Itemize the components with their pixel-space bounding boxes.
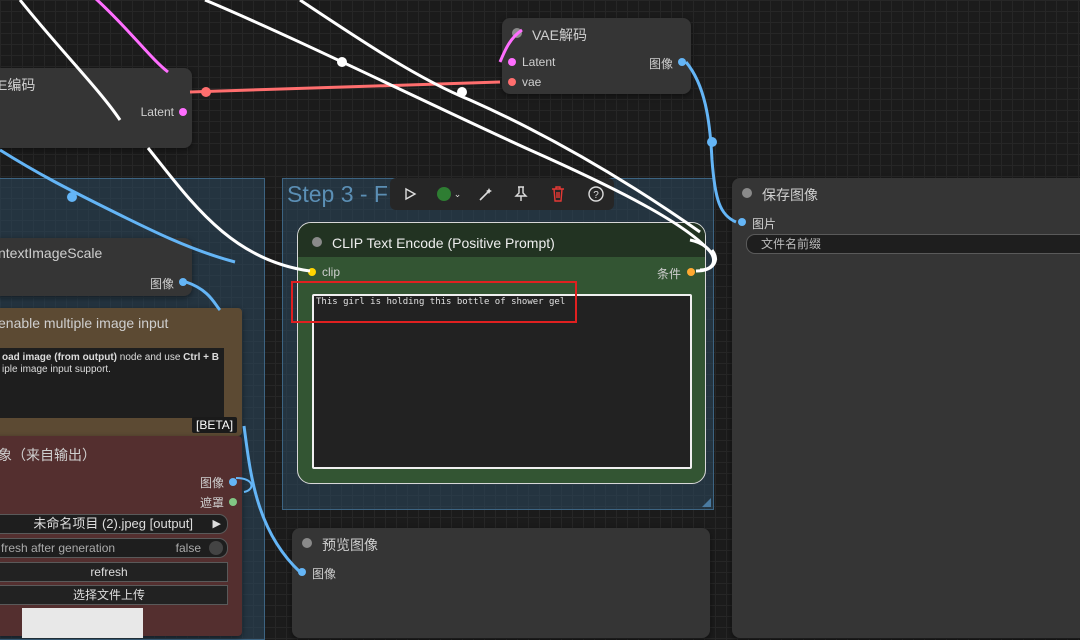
svg-text:?: ? <box>593 190 599 201</box>
image-preview <box>22 608 143 638</box>
note-text: node and use <box>117 352 184 363</box>
node-status-dot <box>312 237 322 247</box>
note-bold-text: oad image (from output) <box>2 352 117 363</box>
refresh-toggle[interactable]: fresh after generation false <box>0 538 228 558</box>
wire-image-decode-midpoint <box>707 137 717 147</box>
input-label-image: 图片 <box>752 217 777 231</box>
input-slot-image[interactable] <box>738 218 746 226</box>
output-label-image: 图像 <box>648 57 673 71</box>
node-status-dot <box>302 538 312 548</box>
refresh-toggle-value: false <box>175 541 201 555</box>
vae-decode-node[interactable]: VAE解码 Latent vae 图像 <box>502 18 691 94</box>
toggle-knob-icon <box>209 541 223 555</box>
save-image-node[interactable]: 保存图像 图片 文件名前缀 <box>732 178 1080 638</box>
image-scale-node[interactable]: ntextImageScale 图像 <box>0 238 192 296</box>
refresh-button[interactable]: refresh <box>0 562 228 582</box>
image-combo-value: 未命名项目 (2).jpeg [output] <box>33 516 193 531</box>
filename-prefix-label: 文件名前缀 <box>761 237 822 251</box>
group-title: Step 3 - F <box>287 181 388 207</box>
note-node[interactable]: enable multiple image input oad image (f… <box>0 308 242 436</box>
upload-button[interactable]: 选择文件上传 <box>0 585 228 605</box>
input-slot-image[interactable] <box>298 568 306 576</box>
output-slot-image[interactable] <box>229 478 237 486</box>
image-combo[interactable]: 未命名项目 (2).jpeg [output] ▶ <box>0 514 228 534</box>
pin-icon[interactable] <box>509 182 533 206</box>
node-title: 保存图像 <box>762 187 818 203</box>
node-title: ntextImageScale <box>0 245 103 261</box>
output-label-latent: Latent <box>140 105 174 119</box>
wand-icon[interactable] <box>474 182 498 206</box>
beta-badge: [BETA] <box>192 417 238 433</box>
play-icon[interactable] <box>398 182 422 206</box>
filename-prefix-input[interactable]: 文件名前缀 <box>746 234 1080 254</box>
node-title: 预览图像 <box>322 537 378 553</box>
prompt-textarea[interactable] <box>312 294 692 469</box>
input-slot-latent[interactable] <box>508 58 516 66</box>
clip-text-encode-node[interactable]: CLIP Text Encode (Positive Prompt) clip … <box>297 222 706 484</box>
input-label-vae: vae <box>522 75 542 89</box>
chevron-down-icon: ⌄ <box>453 188 462 199</box>
node-status-dot <box>742 188 752 198</box>
output-slot-image[interactable] <box>179 278 187 286</box>
output-label-conditioning: 条件 <box>656 267 681 281</box>
note-text-line2: iple image input support. <box>2 364 111 375</box>
wire-vae-midpoint <box>201 87 211 97</box>
output-label-image: 图像 <box>199 476 224 490</box>
node-title: VAE解码 <box>532 27 587 43</box>
input-label-image: 图像 <box>312 567 337 581</box>
node-title: E编码 <box>0 77 36 93</box>
refresh-button-label: refresh <box>90 565 128 579</box>
node-toolbar: ⌄ ? <box>390 178 614 210</box>
output-label-image: 图像 <box>149 277 174 291</box>
color-swatch <box>436 187 451 201</box>
preview-image-node[interactable]: 预览图像 图像 <box>292 528 710 638</box>
input-label-clip: clip <box>322 265 341 279</box>
output-slot-image[interactable] <box>678 58 686 66</box>
arrow-right-icon[interactable]: ▶ <box>212 518 221 530</box>
wire-latent <box>94 0 169 74</box>
color-picker-icon[interactable]: ⌄ <box>432 182 466 206</box>
node-title: CLIP Text Encode (Positive Prompt) <box>332 235 555 251</box>
note-shortcut: Ctrl + B <box>183 352 220 363</box>
output-slot-conditioning[interactable] <box>687 268 695 276</box>
refresh-toggle-label: fresh after generation <box>1 541 116 555</box>
load-image-output-node[interactable]: 象（来自输出） 图像 遮罩 未命名项目 (2).jpeg [output] ▶ … <box>0 436 242 638</box>
note-body: oad image (from output) node and use Ctr… <box>0 348 224 418</box>
help-icon[interactable]: ? <box>584 182 608 206</box>
trash-icon[interactable] <box>546 182 570 206</box>
output-label-mask: 遮罩 <box>199 496 224 510</box>
node-title: 象（来自输出） <box>0 447 96 463</box>
node-title: enable multiple image input <box>0 315 169 331</box>
wire-white-3-midpoint <box>457 87 467 97</box>
group-resize-handle[interactable] <box>702 498 711 507</box>
node-status-dot <box>512 28 522 38</box>
wire-vae <box>189 80 501 94</box>
input-label-latent: Latent <box>522 55 556 69</box>
vae-encode-node[interactable]: E编码 Latent <box>0 68 192 148</box>
input-slot-vae[interactable] <box>508 78 516 86</box>
output-slot-mask[interactable] <box>229 498 237 506</box>
input-slot-clip[interactable] <box>308 268 316 276</box>
output-slot-latent[interactable] <box>179 108 187 116</box>
upload-button-label: 选择文件上传 <box>72 588 145 602</box>
highlight-box <box>291 281 577 323</box>
wire-white-2-midpoint <box>337 57 347 67</box>
